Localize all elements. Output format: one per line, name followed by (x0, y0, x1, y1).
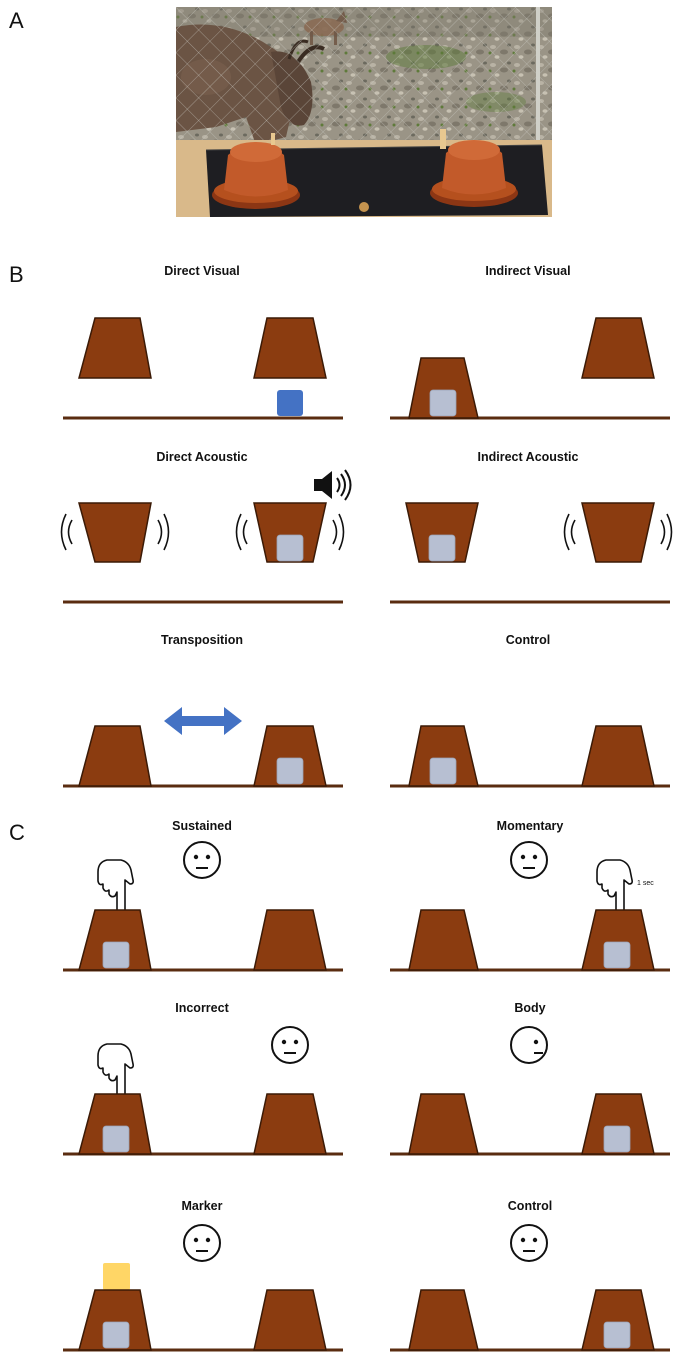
label-transposition: Transposition (161, 633, 243, 647)
face-icon (272, 1027, 308, 1063)
label-sustained: Sustained (172, 819, 232, 833)
hidden-food (103, 942, 129, 968)
pot (582, 503, 654, 562)
hidden-food (604, 1322, 630, 1348)
face-turned-icon (511, 1027, 547, 1063)
label-control-b: Control (506, 633, 550, 647)
label-body: Body (514, 1001, 545, 1015)
shake-lines (158, 514, 169, 550)
shake-lines (565, 514, 576, 550)
label-control-c: Control (508, 1199, 552, 1213)
hidden-food (429, 535, 455, 561)
pot (409, 910, 478, 970)
hidden-food (277, 758, 303, 784)
pot (79, 726, 151, 786)
scene-indirect-acoustic (390, 503, 672, 602)
scene-indirect-visual (390, 318, 670, 418)
scene-direct-visual (63, 318, 343, 418)
speaker-icon (314, 470, 351, 500)
label-momentary: Momentary (497, 819, 564, 833)
label-indirect-acoustic: Indirect Acoustic (478, 450, 579, 464)
shake-lines (62, 514, 73, 550)
hidden-food (103, 1126, 129, 1152)
pot (254, 1094, 326, 1154)
label-marker: Marker (182, 1199, 223, 1213)
pot (79, 318, 151, 378)
hidden-food (103, 1322, 129, 1348)
pot (254, 910, 326, 970)
visible-food (277, 390, 303, 416)
scene-control-b (390, 726, 670, 786)
scene-marker (63, 1225, 343, 1350)
label-incorrect: Incorrect (175, 1001, 229, 1015)
face-icon (184, 1225, 220, 1261)
pointing-hand-icon (597, 860, 632, 914)
scene-transposition (63, 707, 343, 786)
pot (79, 503, 151, 562)
face-icon (511, 1225, 547, 1261)
pointing-hand-icon (98, 1044, 133, 1098)
pot (409, 1094, 478, 1154)
hidden-food (430, 758, 456, 784)
marker-block (103, 1263, 130, 1290)
pot (254, 1290, 326, 1350)
hidden-food (604, 1126, 630, 1152)
pot (409, 1290, 478, 1350)
scene-body (390, 1027, 670, 1154)
scene-sustained (63, 842, 343, 970)
scene-momentary: 1 sec (390, 842, 670, 970)
swap-arrow-icon (164, 707, 242, 735)
pointing-hand-icon (98, 860, 133, 914)
hidden-food (604, 942, 630, 968)
face-icon (184, 842, 220, 878)
face-icon (511, 842, 547, 878)
pot (582, 726, 654, 786)
pot (254, 318, 326, 378)
shake-lines (333, 514, 344, 550)
duration-label: 1 sec (637, 880, 654, 887)
hidden-food (277, 535, 303, 561)
shake-lines (661, 514, 672, 550)
scene-incorrect (63, 1027, 343, 1154)
label-direct-acoustic: Direct Acoustic (156, 450, 247, 464)
scene-direct-acoustic (62, 470, 351, 602)
hidden-food (430, 390, 456, 416)
label-indirect-visual: Indirect Visual (485, 264, 570, 278)
label-direct-visual: Direct Visual (164, 264, 240, 278)
scene-control-c (390, 1225, 670, 1350)
pot (582, 318, 654, 378)
shake-lines (237, 514, 248, 550)
